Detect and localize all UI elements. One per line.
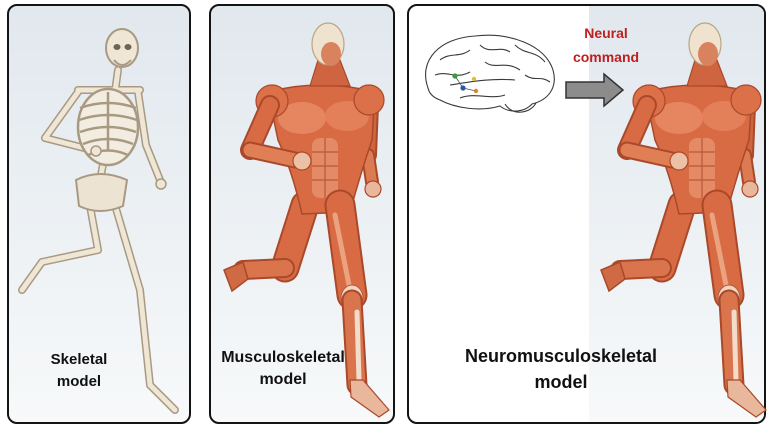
skull [106,29,138,67]
pelvis [76,174,127,211]
brain-icon [426,35,555,112]
label-line: command [560,45,652,69]
label-line: Neural [560,21,652,45]
neuromusculoskeletal-model-label: Neuromusculoskeletal model [436,343,686,395]
hand [156,179,166,189]
musculoskeletal-model-label: Musculoskeletal model [211,347,355,391]
label-line: model [211,369,355,391]
eye-socket [114,44,121,50]
hand [91,146,101,156]
arrow-right-icon [566,74,623,106]
label-line: Musculoskeletal [211,347,355,369]
neural-command-label: Neural command [560,21,652,69]
label-line: Neuromusculoskeletal [436,343,686,369]
label-line: model [436,369,686,395]
ribcage [78,89,138,165]
skeletal-model-label: Skeletal model [29,349,129,393]
eye-socket [125,44,132,50]
label-line: model [29,371,129,393]
label-line: Skeletal [29,349,129,371]
